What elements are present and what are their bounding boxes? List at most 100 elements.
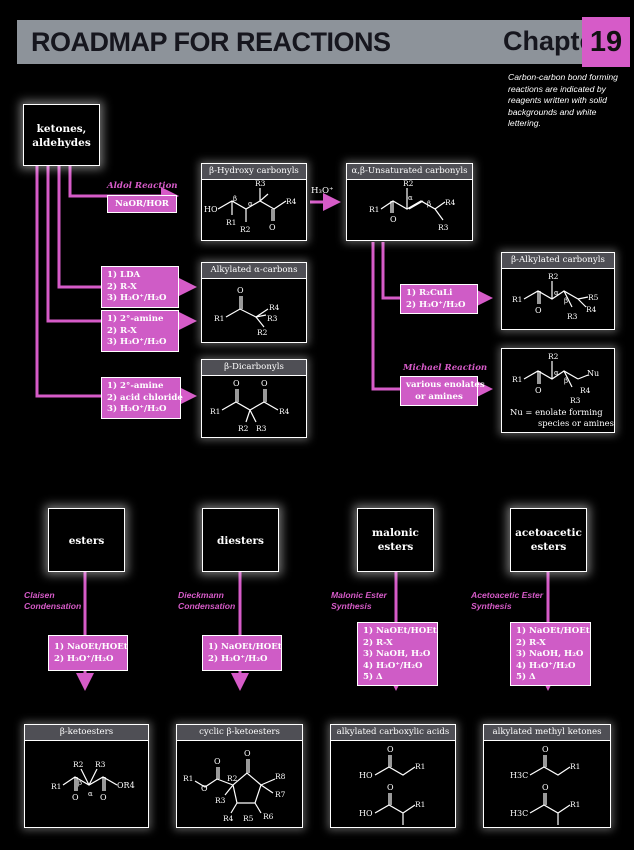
reaction-name-line: Synthesis	[331, 601, 372, 611]
svg-text:R1: R1	[51, 782, 61, 791]
malonic-reagent-box: 1) NaOEt/HOEt 2) R-X 3) NaOH, H₂O 4) H₃O…	[357, 622, 438, 686]
svg-text:HO: HO	[204, 205, 218, 214]
svg-text:H3C: H3C	[510, 809, 528, 818]
start-label: acetoacetic	[515, 527, 582, 539]
reagent-line: 2) R-X	[107, 325, 137, 336]
michael-structure: R1 O R2 α β Nu R4 R3	[512, 352, 599, 405]
michael-products-box: R1 O R2 α β Nu R4 R3 Nu = enolate formin…	[501, 348, 615, 433]
acetoacetic-reagent-box: 1) NaOEt/HOEt 2) R-X 3) NaOH, H₂O 4) H₃O…	[510, 622, 591, 686]
unsaturated-carbonyls-box: α,β-Unsaturated carbonyls R1 O R2 α β R4…	[346, 163, 473, 241]
chapter-number: 19	[582, 17, 630, 67]
reagent-line: 2) H₃O⁺/H₂O	[208, 653, 268, 664]
beta-alkylated-carbonyls-box: β-Alkylated carbonyls R1 O R2 α β R5 R4 …	[501, 252, 615, 330]
reagent-line: 3) H₃O⁺/H₂O	[107, 404, 167, 414]
michael-note: Nu = enolate forming species or amines	[510, 407, 614, 429]
start-label: esters	[68, 535, 105, 547]
michael-reaction-label: Michael Reaction	[403, 363, 488, 373]
reagent-line: 2) R-X	[363, 637, 393, 648]
start-label: esters	[530, 541, 567, 553]
aldol-reagent-box: NaOR/HOR	[107, 195, 177, 213]
svg-text:R4: R4	[223, 814, 234, 823]
beta-ketoester-structure: R1 O O R2 R3 β α OR4	[51, 760, 135, 802]
svg-text:O: O	[201, 784, 208, 793]
svg-text:β: β	[78, 779, 82, 787]
svg-text:HO: HO	[359, 771, 373, 780]
svg-text:R1: R1	[183, 774, 193, 783]
cyclic-ketoester-structure: R1 O O O R2 R8 R7 R6 R5 R4 R3	[183, 749, 286, 823]
svg-text:R6: R6	[263, 812, 274, 821]
beta-alkylated-structure: R1 O R2 α β R5 R4 R3	[512, 272, 599, 321]
box-label: β-Alkylated carbonyls	[502, 253, 614, 269]
svg-text:OR4: OR4	[117, 781, 135, 790]
reaction-name-line: Dieckmann	[178, 590, 224, 600]
box-label: alkylated methyl ketones	[484, 725, 610, 741]
svg-text:R8: R8	[275, 772, 286, 781]
svg-text:R2: R2	[403, 180, 414, 188]
reagent-line: 3) H₃O⁺/H₂O	[107, 293, 167, 303]
aldol-reaction-label: Aldol Reaction	[107, 181, 178, 191]
svg-text:β: β	[233, 195, 237, 203]
svg-text:R3: R3	[215, 796, 226, 805]
start-label: malonic	[372, 527, 419, 539]
svg-text:R2: R2	[554, 828, 565, 829]
svg-text:β: β	[564, 297, 568, 305]
svg-text:R1: R1	[210, 407, 220, 416]
box-label: β-Dicarbonyls	[202, 360, 306, 376]
reagent-line: 2) R-X	[516, 637, 546, 648]
svg-text:R2: R2	[73, 760, 84, 769]
svg-text:R2: R2	[238, 424, 249, 433]
start-label: diesters	[217, 535, 264, 547]
ketones-aldehydes-box: ketones, aldehydes	[23, 104, 100, 166]
reaction-name-line: Condensation	[178, 601, 236, 611]
methyl-ketone-structures: O H3C R1 O H3C R1 R2	[510, 745, 580, 829]
svg-text:R1: R1	[570, 800, 580, 809]
svg-text:R5: R5	[588, 293, 599, 302]
box-label: Alkylated α-carbons	[202, 263, 306, 279]
reagent-line: 2) R-X	[107, 281, 137, 292]
carboxylic-acid-structures: O HO R1 O HO R1 R2	[359, 745, 425, 829]
svg-text:R3: R3	[570, 396, 581, 405]
svg-text:R1: R1	[512, 295, 522, 304]
dieckmann-reagent-box: 1) NaOEt/HOEt 2) H₃O⁺/H₂O	[202, 635, 282, 671]
svg-text:α: α	[554, 369, 559, 377]
diesters-box: diesters	[202, 508, 279, 572]
michael-reagent-box: various enolates or amines	[400, 376, 485, 406]
svg-text:Nu: Nu	[587, 369, 599, 378]
reagent-line: 1) R₂CuLi	[406, 288, 453, 298]
svg-text:O: O	[535, 386, 542, 395]
svg-text:α: α	[248, 200, 253, 208]
dieckmann-label: Dieckmann Condensation	[178, 590, 235, 612]
svg-text:O: O	[237, 286, 244, 295]
reagent-line: 2) acid chloride	[107, 392, 183, 403]
svg-text:R4: R4	[279, 407, 290, 416]
reaction-name-line: Acetoacetic Ester	[471, 590, 544, 600]
svg-text:O: O	[214, 757, 221, 766]
aldol-reagent: NaOR/HOR	[115, 199, 169, 209]
svg-text:R1: R1	[415, 762, 425, 771]
svg-text:HO: HO	[359, 809, 373, 818]
reagent-line: 1) 2°-amine	[107, 314, 164, 324]
reaction-name-line: Synthesis	[471, 601, 512, 611]
svg-text:O: O	[535, 306, 542, 315]
reagent-line: 2) H₃O⁺/H₂O	[54, 653, 114, 664]
svg-text:R3: R3	[567, 312, 578, 321]
reagent-line: 1) LDA	[107, 270, 141, 280]
reagent-line: 1) NaOEt/HOEt	[363, 626, 437, 636]
svg-text:R3: R3	[267, 314, 278, 323]
svg-text:O: O	[261, 379, 268, 388]
reaction-name-line: Malonic Ester	[331, 590, 387, 600]
svg-text:R2: R2	[257, 328, 268, 337]
reaction-name-line: Condensation	[24, 601, 82, 611]
svg-text:R1: R1	[512, 375, 522, 384]
box-label: alkylated carboxylic acids	[331, 725, 455, 741]
cyclic-beta-ketoesters-box: cyclic β-ketoesters R1 O O O R2 R8 R7 R6…	[176, 724, 303, 828]
svg-text:α: α	[88, 790, 93, 798]
lda-reagent-box: 1) LDA 2) R-X 3) H₃O⁺/H₂O	[101, 266, 179, 308]
svg-text:R3: R3	[438, 223, 449, 232]
reagent-line: or amines	[415, 391, 463, 402]
beta-ketoesters-box: β-ketoesters R1 O O R2 R3 β α OR4	[24, 724, 149, 828]
esters-box: esters	[48, 508, 125, 572]
svg-text:R4: R4	[580, 386, 591, 395]
box-label: α,β-Unsaturated carbonyls	[347, 164, 472, 180]
svg-text:O: O	[387, 783, 394, 792]
